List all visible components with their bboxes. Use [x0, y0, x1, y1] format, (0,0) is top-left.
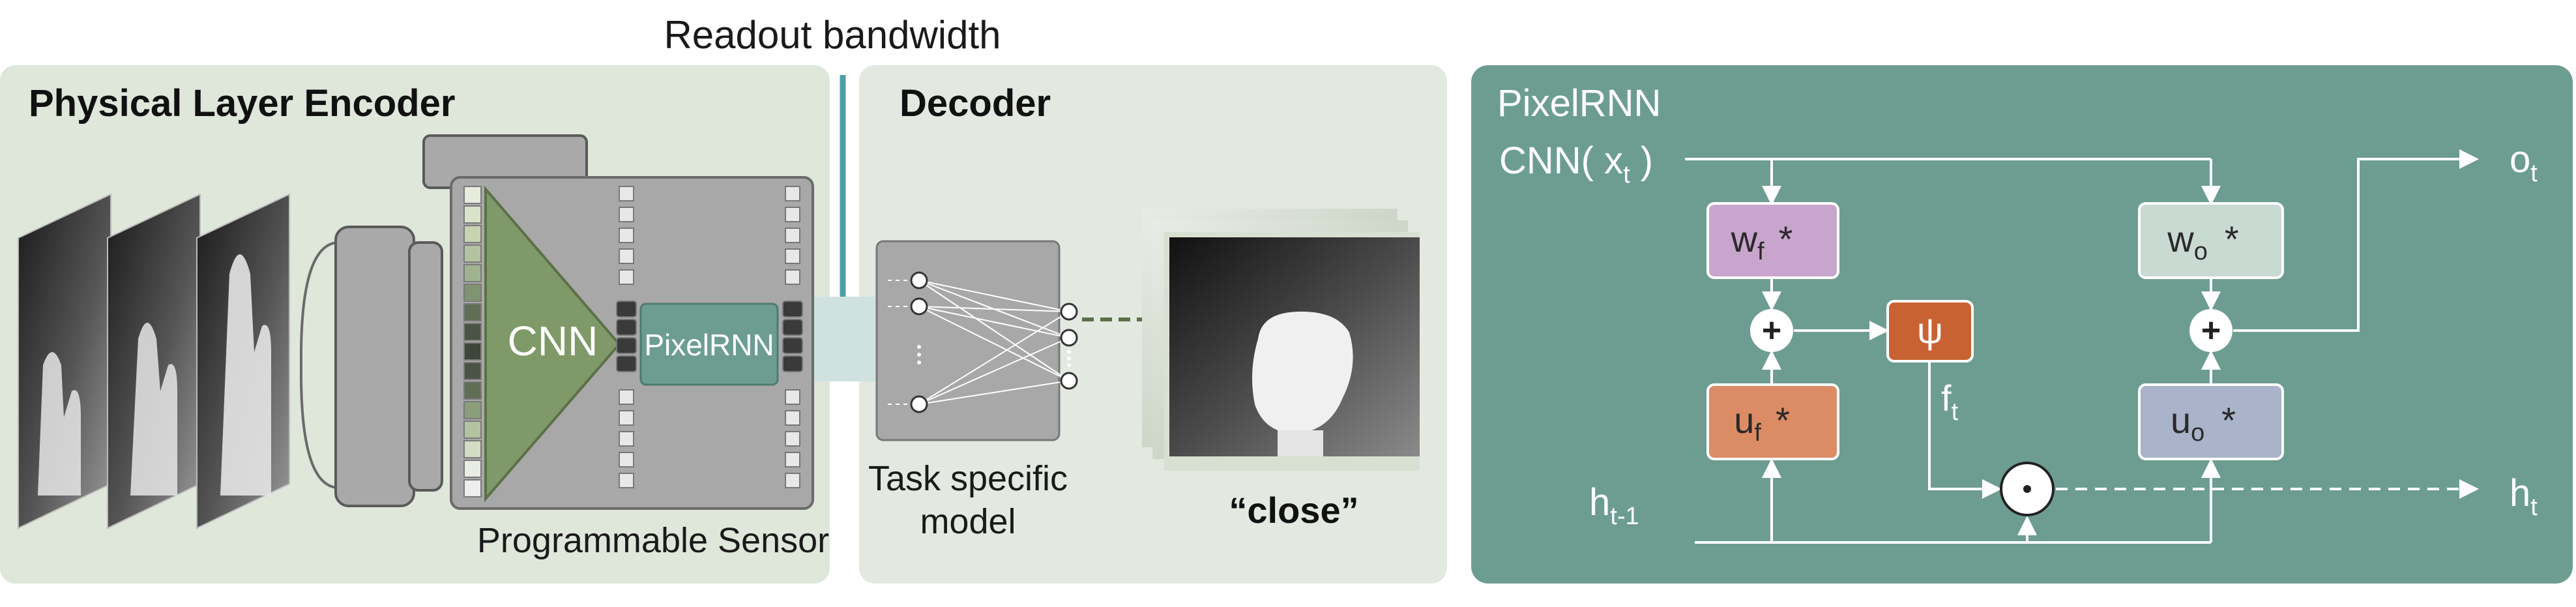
- task-model-label-line1: Task specific: [868, 459, 1068, 498]
- pixelrnn-block: [639, 303, 779, 386]
- output-image-stack: [1142, 209, 1420, 471]
- pixel-column-left: [463, 186, 482, 497]
- plus-symbol-output: +: [2201, 312, 2221, 349]
- plus-node-forget: [1750, 309, 1793, 352]
- odot-dot: [2023, 485, 2031, 493]
- readout-channel: [810, 297, 877, 381]
- hand-2: [130, 323, 177, 496]
- camera-body: [299, 134, 588, 507]
- encoder-title: Physical Layer Encoder: [29, 82, 455, 125]
- ht-label: ht: [2510, 472, 2538, 521]
- programmable-sensor-label: Programmable Sensor: [477, 521, 829, 560]
- uo-box: [2138, 383, 2284, 460]
- hprev-label: ht-1: [1589, 481, 1639, 530]
- plus-symbol-forget: +: [1762, 312, 1781, 349]
- plus-to-ot: [2233, 149, 2479, 332]
- pixelrnn-panel-title: PixelRNN: [1497, 82, 1661, 125]
- task-model-box: [875, 240, 1061, 441]
- task-model-label-line2: model: [920, 502, 1016, 541]
- wf-label: wf*: [1731, 218, 1793, 265]
- wo-label: wo*: [2167, 218, 2238, 265]
- hand-3: [220, 254, 271, 496]
- hand-1: [38, 352, 81, 496]
- wf-box: [1706, 202, 1839, 279]
- decoder-title: Decoder: [900, 82, 1051, 125]
- wo-box: [2138, 202, 2284, 279]
- ft-label: ft: [1941, 378, 1959, 426]
- psi-to-odot: [1928, 360, 2002, 499]
- uf-box: [1706, 383, 1839, 460]
- cnn-label: CNN: [508, 318, 598, 364]
- input-frames: [18, 193, 290, 529]
- feature-column-1: [616, 186, 637, 488]
- neural-network: [888, 271, 1078, 413]
- cnn-block: [484, 185, 621, 503]
- output-class-label: “close”: [1229, 490, 1358, 531]
- plus-node-output: [2189, 309, 2232, 352]
- readout-bandwidth-label: Readout bandwidth: [664, 13, 1001, 57]
- cnn-input-subscript: t: [1623, 161, 1630, 188]
- psi-box: [1886, 300, 1974, 363]
- psi-symbol: ψ: [1917, 310, 1943, 351]
- cnn-input-label: CNN( xt ): [1499, 140, 1653, 188]
- ot-label: ot: [2510, 138, 2538, 187]
- uo-label: uo*: [2171, 400, 2236, 447]
- fist: [1252, 311, 1353, 434]
- uf-label: uf*: [1734, 400, 1790, 447]
- pixelrnn-block-label: PixelRNN: [644, 328, 774, 362]
- feature-column-2: [782, 186, 803, 488]
